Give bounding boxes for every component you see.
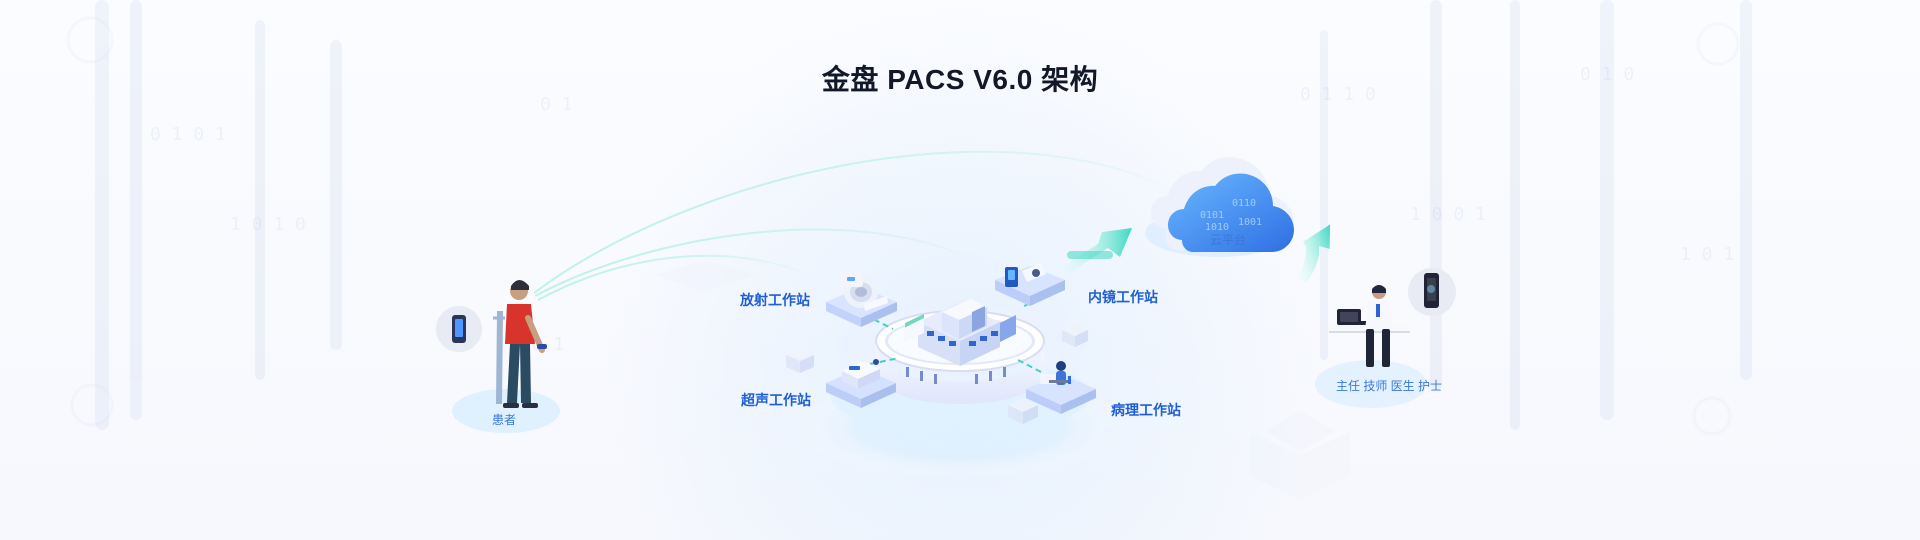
page-title: 金盘 PACS V6.0 架构 [821, 64, 1099, 95]
floating-blocks [786, 324, 1088, 424]
svg-text:0 1 0: 0 1 0 [1580, 64, 1634, 85]
svg-text:0110: 0110 [1232, 198, 1256, 209]
svg-text:0 1 1 0: 0 1 1 0 [1300, 84, 1376, 105]
pathology-label: 病理工作站 [1111, 402, 1181, 418]
svg-text:1 0 1: 1 0 1 [1680, 244, 1734, 265]
staff-phone-icon [1424, 273, 1439, 308]
radiology-workstation [826, 271, 897, 327]
radiology-equipment-icon [847, 277, 855, 281]
svg-text:1 0 1 0: 1 0 1 0 [230, 214, 306, 235]
svg-text:1 0 0 1: 1 0 0 1 [1410, 204, 1486, 225]
cloud-icon: 0101 1010 0110 1001 [1151, 157, 1294, 252]
patient-connection-lines [533, 150, 1165, 301]
endoscopy-workstation [995, 263, 1065, 306]
patient-figure [436, 280, 560, 433]
ultrasound-label: 超声工作站 [740, 392, 811, 408]
endoscopy-label: 内镜工作站 [1088, 289, 1158, 305]
svg-text:0 1: 0 1 [540, 94, 573, 115]
background-decoration: 0 1 0 1 1 0 1 0 0 1 1 0 1 0 1 1 0 1 0 0 … [66, 0, 1752, 500]
staff-workstation [1315, 268, 1456, 408]
pathology-equipment-icon [1068, 376, 1071, 384]
cloud-platform: 0101 1010 0110 1001 [1145, 157, 1294, 257]
cloud-label: 云平台 [1210, 232, 1246, 247]
radiology-label: 放射工作站 [739, 292, 810, 308]
ultrasound-workstation [826, 359, 896, 408]
pathology-workstation [1026, 361, 1096, 414]
svg-text:1001: 1001 [1238, 217, 1262, 228]
hospital-building-icon [904, 299, 1016, 366]
endoscopy-equipment-icon [1032, 269, 1040, 277]
svg-text:1010: 1010 [1205, 222, 1229, 233]
ultrasound-equipment-icon [873, 359, 879, 365]
svg-text:0101: 0101 [1200, 210, 1224, 221]
patient-label: 患者 [492, 413, 516, 427]
svg-text:0 1 0 1: 0 1 0 1 [150, 124, 226, 145]
staff-label: 主任 技师 医生 护士 [1336, 379, 1442, 393]
patient-phone-icon [452, 315, 466, 343]
flow-arrows [1062, 224, 1331, 283]
